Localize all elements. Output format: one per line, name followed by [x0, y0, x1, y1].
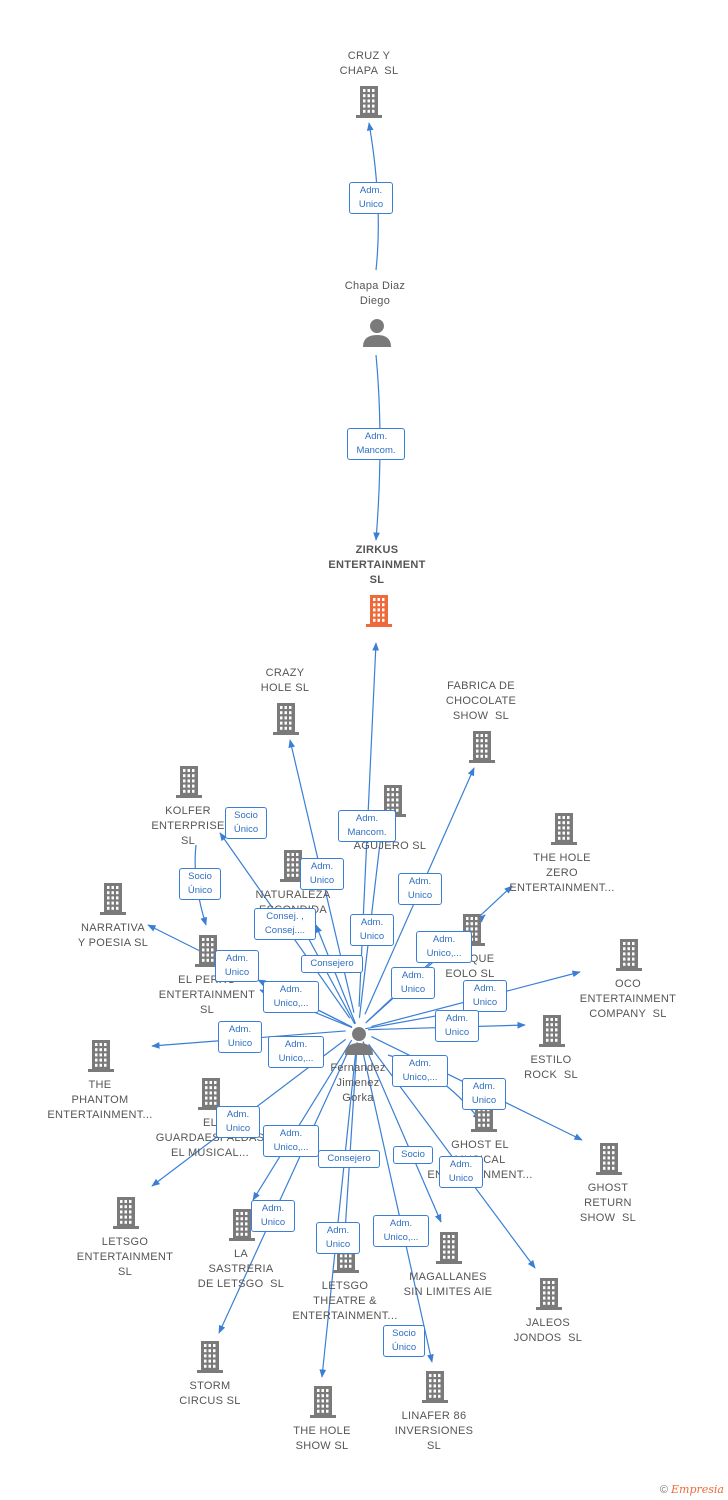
- ghost-return-building-icon[interactable]: [596, 1143, 622, 1175]
- node-label-crazy-hole[interactable]: CRAZY HOLE SL: [260, 667, 310, 694]
- relation-label[interactable]: Socio Único: [383, 1325, 425, 1357]
- node-label-storm[interactable]: STORM CIRCUS SL: [179, 1380, 241, 1407]
- node-label-kolfer[interactable]: KOLFER ENTERPRISE SL: [151, 805, 225, 847]
- edge-fernandez-17: [319, 1050, 357, 1378]
- kolfer-building-icon[interactable]: [176, 766, 202, 798]
- node-label-jaleos[interactable]: JALEOS JONDOS SL: [513, 1317, 583, 1344]
- relation-label[interactable]: Adm. Unico: [316, 1222, 360, 1254]
- relation-label[interactable]: Socio: [393, 1146, 433, 1164]
- brand-logo-text: Empresia: [671, 1483, 724, 1496]
- node-label-sastreria[interactable]: LA SASTRERIA DE LETSGO SL: [197, 1248, 285, 1290]
- relation-label[interactable]: Adm. Unico: [349, 182, 393, 214]
- relation-label[interactable]: Consejero: [318, 1150, 380, 1168]
- crazy-hole-building-icon[interactable]: [273, 703, 299, 735]
- phantom-building-icon[interactable]: [88, 1040, 114, 1072]
- node-label-fabrica[interactable]: FABRICA DE CHOCOLATE SHOW SL: [445, 680, 517, 722]
- node-label-oco[interactable]: OCO ENTERTAINMENT COMPANY SL: [579, 978, 677, 1020]
- relation-label[interactable]: Adm. Unico: [350, 914, 394, 946]
- edge-fernandez-18: [342, 1042, 358, 1233]
- relation-label[interactable]: Adm. Unico: [435, 1010, 479, 1042]
- copyright-symbol: ©: [659, 1484, 668, 1496]
- relation-label[interactable]: Adm. Unico: [218, 1021, 262, 1053]
- node-label-guardaespaldas[interactable]: EL GUARDAESPALDAS EL MUSICAL...: [155, 1117, 265, 1159]
- node-label-magallanes[interactable]: MAGALLANES SIN LIMITES AIE: [403, 1271, 493, 1298]
- node-label-letsgo-theatre[interactable]: LETSGO THEATRE & ENTERTAINMENT...: [292, 1280, 398, 1322]
- relation-label[interactable]: Adm. Unico: [251, 1200, 295, 1232]
- edge-fernandez-19: [362, 1041, 442, 1223]
- node-label-ghost-return[interactable]: GHOST RETURN SHOW SL: [579, 1182, 637, 1224]
- el-perro-building-icon[interactable]: [195, 935, 221, 967]
- relation-label[interactable]: Adm. Mancom.: [338, 810, 396, 842]
- node-label-el-perro[interactable]: EL PERRO ENTERTAINMENT SL: [158, 974, 256, 1016]
- node-label-cruz-chapa[interactable]: CRUZ Y CHAPA SL: [339, 50, 399, 77]
- relation-label[interactable]: Consej. , Consej....: [254, 908, 316, 940]
- edge-fernandez-23: [303, 929, 356, 1025]
- node-label-agujero[interactable]: AGUJERO SL: [353, 840, 427, 852]
- cruz-chapa-building-icon[interactable]: [356, 86, 382, 118]
- relation-label[interactable]: Adm. Unico: [216, 1106, 260, 1138]
- oco-building-icon[interactable]: [616, 939, 642, 971]
- relation-label[interactable]: Adm. Unico: [462, 1078, 506, 1110]
- sastreria-building-icon[interactable]: [229, 1209, 255, 1241]
- narrativa-building-icon[interactable]: [100, 883, 126, 915]
- magallanes-building-icon[interactable]: [436, 1232, 462, 1264]
- relation-label[interactable]: Adm. Unico,...: [263, 1125, 319, 1157]
- fernandez-person-icon[interactable]: [345, 1027, 373, 1055]
- relation-label[interactable]: Adm. Unico,...: [263, 981, 319, 1013]
- node-label-phantom[interactable]: THE PHANTOM ENTERTAINMENT...: [47, 1079, 153, 1121]
- letsgo-ent-building-icon[interactable]: [113, 1197, 139, 1229]
- edge-fernandez-8: [315, 924, 357, 1024]
- zirkus-building-icon[interactable]: [366, 595, 392, 627]
- edge-fernandez-21: [361, 1049, 434, 1363]
- edge-fernandez-15: [252, 1039, 353, 1201]
- relation-label[interactable]: Consejero: [301, 955, 363, 973]
- relation-label[interactable]: Socio Único: [225, 807, 267, 839]
- relation-label[interactable]: Adm. Unico: [398, 873, 442, 905]
- relation-label[interactable]: Adm. Unico: [463, 980, 507, 1012]
- naturaleza-building-icon[interactable]: [280, 850, 306, 882]
- node-label-fernandez[interactable]: Fernandez Jimenez Gorka: [330, 1062, 386, 1104]
- guardaespaldas-building-icon[interactable]: [198, 1078, 224, 1110]
- node-label-estilo-rock[interactable]: ESTILO ROCK SL: [524, 1054, 578, 1081]
- relation-label[interactable]: Adm. Mancom.: [347, 428, 405, 460]
- relation-label[interactable]: Adm. Unico,...: [392, 1055, 448, 1087]
- footer-brand: © Empresia: [660, 1483, 724, 1496]
- node-label-narrativa[interactable]: NARRATIVA Y POESIA SL: [77, 922, 149, 949]
- relation-label[interactable]: Adm. Unico: [300, 858, 344, 890]
- estilo-rock-building-icon[interactable]: [539, 1015, 565, 1047]
- relation-label[interactable]: Adm. Unico: [439, 1156, 483, 1188]
- relation-label[interactable]: Socio Único: [179, 868, 221, 900]
- the-hole-zero-building-icon[interactable]: [551, 813, 577, 845]
- node-label-the-hole-zero[interactable]: THE HOLE ZERO ENTERTAINMENT...: [509, 852, 615, 894]
- linafer-building-icon[interactable]: [422, 1371, 448, 1403]
- jaleos-building-icon[interactable]: [536, 1278, 562, 1310]
- node-label-zirkus[interactable]: ZIRKUS ENTERTAINMENT SL: [328, 544, 426, 586]
- fabrica-building-icon[interactable]: [469, 731, 495, 763]
- the-hole-show-building-icon[interactable]: [310, 1386, 336, 1418]
- relation-label[interactable]: Adm. Unico,...: [268, 1036, 324, 1068]
- relation-label[interactable]: Adm. Unico: [391, 967, 435, 999]
- node-label-linafer[interactable]: LINAFER 86 INVERSIONES SL: [394, 1410, 474, 1452]
- node-label-chapa-diaz[interactable]: Chapa Diaz Diego: [344, 280, 406, 307]
- chapa-diaz-person-icon[interactable]: [363, 319, 391, 347]
- edge-fernandez-16: [218, 1047, 351, 1334]
- relation-label[interactable]: Adm. Unico,...: [416, 931, 472, 963]
- storm-building-icon[interactable]: [197, 1341, 223, 1373]
- relation-label[interactable]: Adm. Unico,...: [373, 1215, 429, 1247]
- node-label-letsgo-ent[interactable]: LETSGO ENTERTAINMENT SL: [76, 1236, 174, 1278]
- relation-label[interactable]: Adm. Unico: [215, 950, 259, 982]
- node-label-the-hole-show[interactable]: THE HOLE SHOW SL: [293, 1425, 351, 1452]
